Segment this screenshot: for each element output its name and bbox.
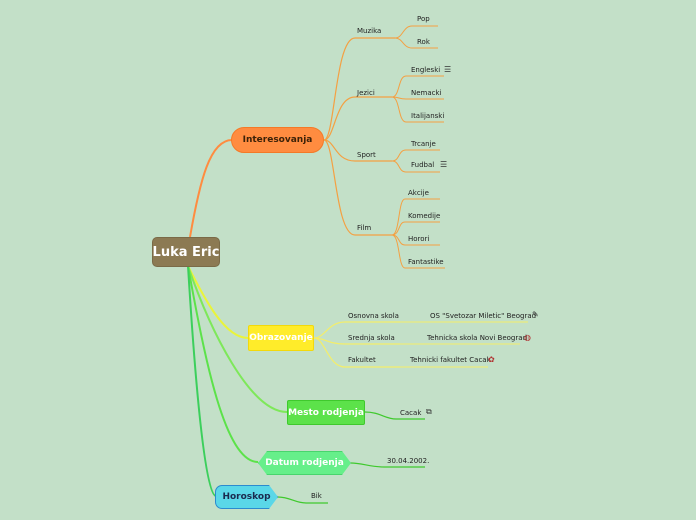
leaf-datum-value[interactable]: 30.04.2002. (387, 457, 430, 465)
link-obr-fakultet (313, 337, 400, 368)
notes-icon[interactable]: ☰ (444, 65, 452, 74)
leaf-nemacki[interactable]: Nemacki (411, 89, 442, 97)
link-root-horoskop (187, 265, 217, 497)
leaf-fantastike[interactable]: Fantastike (408, 258, 444, 266)
topic-mesto-rodjenja[interactable]: Mesto rodjenja (287, 400, 365, 425)
subtopic-fakultet[interactable]: Fakultet (348, 356, 376, 364)
link-film-akcije (391, 198, 440, 236)
link-root-datum (187, 265, 259, 463)
root-node[interactable]: Luka Eric (152, 237, 220, 267)
subtopic-osnovna-skola[interactable]: Osnovna skola (348, 312, 399, 320)
link-jezici-italijanski (391, 96, 444, 123)
leaf-fudbal[interactable]: Fudbal (411, 161, 435, 169)
leaf-komedije[interactable]: Komedije (408, 212, 441, 220)
leaf-engleski[interactable]: Engleski (411, 66, 441, 74)
link-jezici-nemacki (391, 96, 444, 100)
link-jezici-engleski (391, 75, 444, 98)
link-datum-value (350, 462, 425, 468)
link-film-komedije (391, 221, 440, 236)
globe-icon[interactable]: ◍ (524, 333, 531, 342)
subtopic-srednja-skola[interactable]: Srednja skola (348, 334, 395, 342)
leaf-horoskop-value[interactable]: Bik (311, 492, 322, 500)
link-horo-value (277, 496, 328, 504)
external-link-icon[interactable]: ⧉ (426, 407, 432, 416)
topic-horoskop[interactable]: Horoskop (215, 485, 278, 509)
link-muzika-rok (394, 37, 438, 49)
topic-obrazovanje[interactable]: Obrazovanje (248, 325, 314, 351)
subtopic-jezici[interactable]: Jezici (357, 89, 375, 97)
link-root-interesovanja (189, 139, 233, 238)
link-film-fantastike (391, 234, 445, 269)
link-int-film (323, 139, 392, 236)
subtopic-sport[interactable]: Sport (357, 151, 376, 159)
leaf-fakultet-value[interactable]: Tehnicki fakultet Cacak (410, 356, 491, 364)
leaf-mesto-value[interactable]: Cacak (400, 409, 422, 417)
leaf-pop[interactable]: Pop (417, 15, 430, 23)
subtopic-film[interactable]: Film (357, 224, 372, 232)
link-mesto-value (364, 411, 425, 420)
link-obr-osnovna (313, 321, 400, 339)
leaf-italijanski[interactable]: Italijanski (411, 112, 445, 120)
leaf-srednja-skola-value[interactable]: Tehnicka skola Novi Beograd (427, 334, 527, 342)
leaf-trcanje[interactable]: Trcanje (411, 140, 436, 148)
leaf-rok[interactable]: Rok (417, 38, 430, 46)
notes-icon[interactable]: ☰ (440, 160, 448, 169)
link-sport-fudbal (391, 160, 440, 173)
topic-datum-rodjenja[interactable]: Datum rodjenja (258, 451, 351, 475)
badge-icon[interactable]: ✿ (488, 355, 495, 364)
link-int-muzika (323, 37, 395, 141)
link-int-jezici (323, 96, 392, 141)
topic-interesovanja[interactable]: Interesovanja (231, 127, 324, 153)
link-muzika-pop (394, 25, 438, 39)
subtopic-muzika[interactable]: Muzika (357, 27, 382, 35)
leaf-akcije[interactable]: Akcije (408, 189, 429, 197)
link-root-obrazovanje (187, 265, 249, 339)
link-int-sport (323, 139, 392, 162)
pencil-paper-icon[interactable]: ✎ (532, 310, 539, 319)
leaf-osnovna-skola-value[interactable]: OS "Svetozar Miletic" Beograd (430, 312, 537, 320)
leaf-horori[interactable]: Horori (408, 235, 430, 243)
link-sport-trcanje (391, 149, 440, 162)
link-root-mesto (187, 265, 288, 413)
